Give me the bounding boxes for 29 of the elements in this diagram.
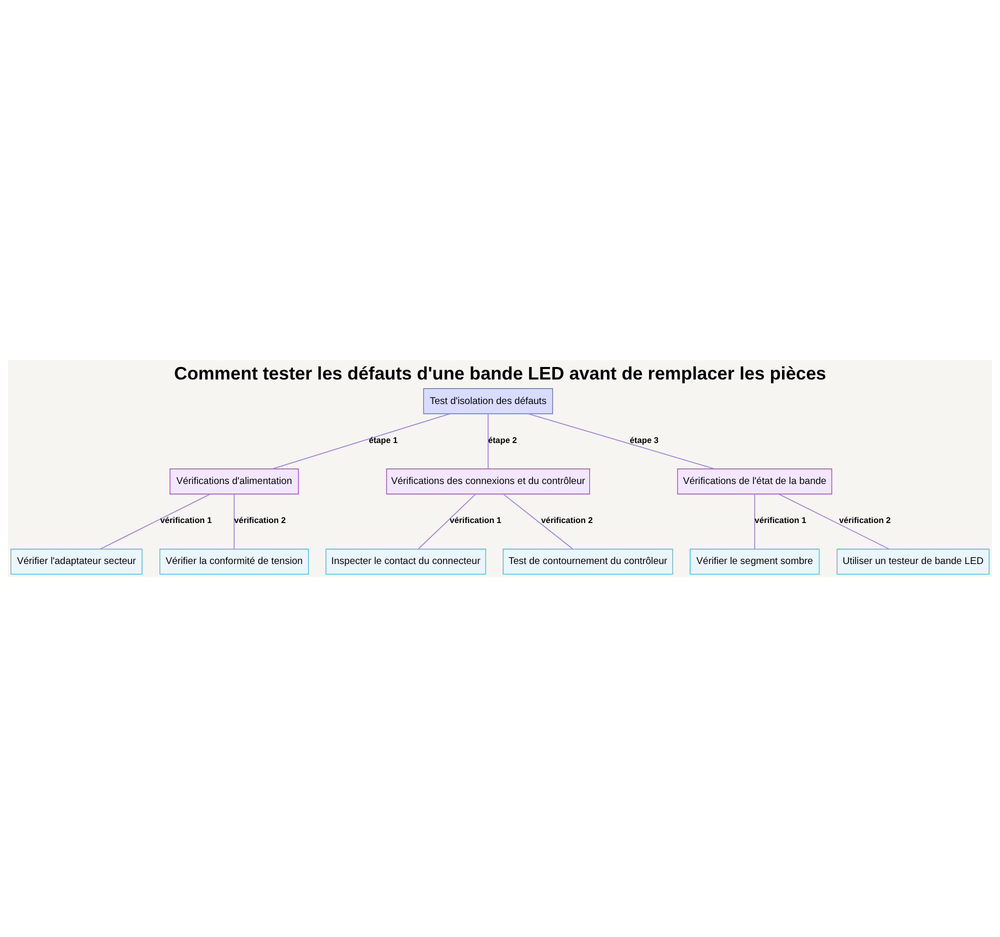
- connector: [502, 494, 574, 550]
- connector: [778, 494, 890, 550]
- connector: [528, 413, 715, 470]
- connector: [234, 494, 235, 550]
- connector: [754, 494, 756, 550]
- node-box: Vérifications de l'état de la bande: [677, 468, 832, 494]
- node-box: Vérifier le segment sombre: [690, 548, 820, 575]
- connector: [418, 494, 476, 550]
- edge-label: étape 2: [488, 434, 517, 445]
- edge-label: vérification 1: [450, 514, 502, 525]
- node-box: Vérifications des connexions et du contrôleur: [386, 468, 590, 494]
- edge-label: vérification 2: [541, 514, 593, 525]
- connector: [272, 413, 450, 470]
- edge-label: vérification 2: [234, 514, 286, 525]
- node-box: Test d'isolation des défauts: [423, 388, 554, 414]
- node-box: Vérifier la conformité de tension: [160, 548, 309, 575]
- edge-label: étape 3: [630, 434, 659, 445]
- node-box: Inspecter le contact du connecteur: [326, 548, 486, 575]
- edge-label: étape 1: [368, 434, 398, 445]
- node-box: Vérifier l'adaptateur secteur: [10, 548, 142, 575]
- edge-label: vérification 2: [839, 514, 891, 525]
- connector: [488, 413, 489, 470]
- node-box: Test de contournement du contrôleur: [502, 548, 674, 575]
- edge-label: vérification 1: [160, 514, 212, 525]
- diagram-title: Comment tester les défauts d'une bande LED avant de remplacer les pièces: [174, 363, 826, 384]
- connector: [100, 494, 211, 550]
- edge-label: vérification 1: [754, 514, 806, 525]
- node-box: Vérifications d'alimentation: [170, 468, 299, 494]
- node-box: Utiliser un testeur de bande LED: [836, 548, 990, 575]
